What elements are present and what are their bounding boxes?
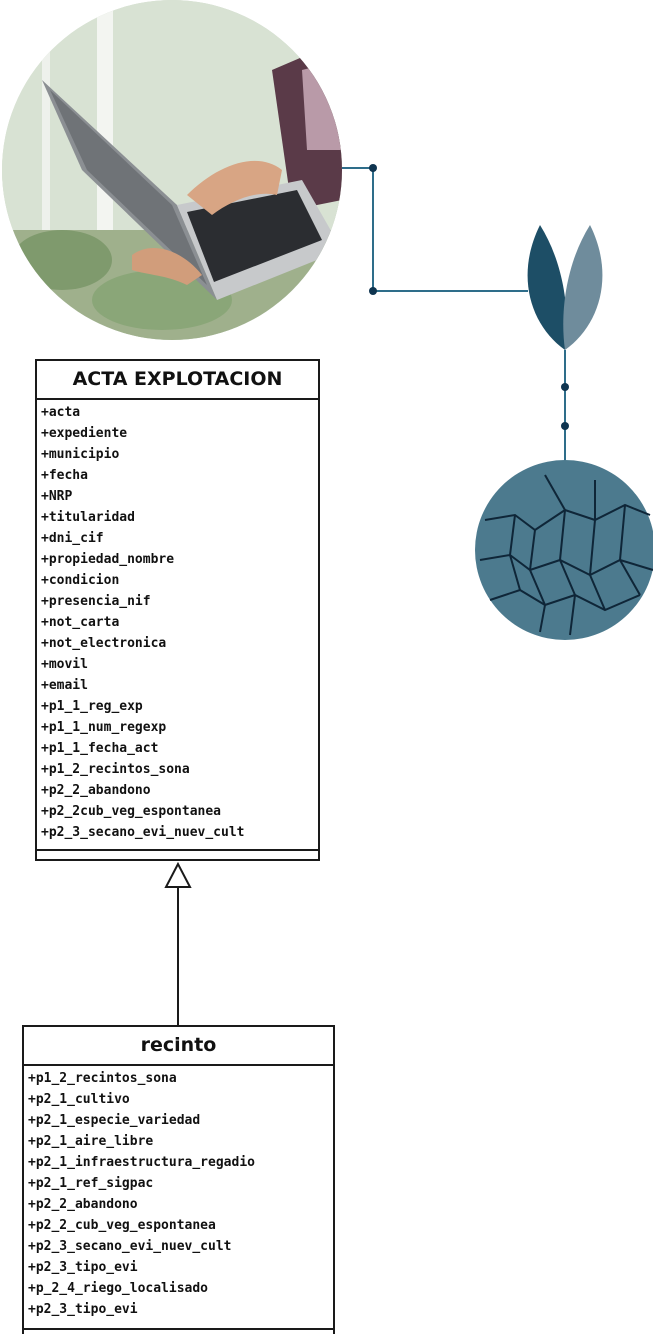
attribute: +fecha <box>41 468 88 483</box>
attribute: +acta <box>41 405 81 420</box>
attribute: +p1_2_recintos_sona <box>41 762 190 777</box>
attribute: +not_carta <box>41 615 120 630</box>
attribute: +p2_3_secano_evi_nuev_cult <box>28 1239 232 1254</box>
class-recinto-title: recinto <box>24 1027 333 1066</box>
attribute: +p1_2_recintos_sona <box>28 1071 177 1086</box>
attribute: +p2_2_cub_veg_espontanea <box>28 1218 216 1233</box>
attribute: +p2_3_tipo_evi <box>28 1260 138 1275</box>
class-acta-title: ACTA EXPLOTACION <box>37 361 318 400</box>
attribute: +expediente <box>41 426 128 441</box>
attribute: +NRP <box>41 489 73 504</box>
attribute: +email <box>41 678 88 693</box>
attribute: +p_2_4_riego_localisado <box>28 1281 209 1296</box>
cracked-soil-icon <box>475 460 653 640</box>
inheritance-arrow <box>164 861 192 888</box>
attribute: +p2_3_secano_evi_nuev_cult <box>41 825 245 840</box>
attribute: +p1_1_fecha_act <box>41 741 159 756</box>
attribute: +propiedad_nombre <box>41 552 175 567</box>
attribute: +p2_1_especie_variedad <box>28 1113 201 1128</box>
attribute: +dni_cif <box>41 531 104 546</box>
attribute: +titularidad <box>41 510 135 525</box>
attribute: +p2_1_cultivo <box>28 1092 130 1107</box>
attribute: +condicion <box>41 573 120 588</box>
attribute: +not_electronica <box>41 636 167 651</box>
class-acta-methods-section <box>37 849 318 859</box>
attribute: +p2_3_tipo_evi <box>28 1302 138 1317</box>
class-acta-attributes: +acta +expediente +municipio +fecha +NRP… <box>37 400 318 843</box>
attribute: +p2_1_infraestructura_regadio <box>28 1155 255 1170</box>
class-recinto-methods-section <box>24 1328 333 1336</box>
attribute: +movil <box>41 657 88 672</box>
class-acta-explotacion: ACTA EXPLOTACION +acta +expediente +muni… <box>35 359 320 861</box>
sprout-icon <box>527 225 603 350</box>
attribute: +p2_2_abandono <box>28 1197 138 1212</box>
laptop-photo <box>2 0 342 340</box>
class-recinto-attributes: +p1_2_recintos_sona +p2_1_cultivo +p2_1_… <box>24 1066 333 1320</box>
attribute: +presencia_nif <box>41 594 151 609</box>
attribute: +p2_2_abandono <box>41 783 151 798</box>
class-recinto: recinto +p1_2_recintos_sona +p2_1_cultiv… <box>22 1025 335 1334</box>
attribute: +municipio <box>41 447 120 462</box>
attribute: +p2_1_ref_sigpac <box>28 1176 154 1191</box>
attribute: +p2_1_aire_libre <box>28 1134 154 1149</box>
attribute: +p1_1_num_regexp <box>41 720 167 735</box>
attribute: +p2_2cub_veg_espontanea <box>41 804 222 819</box>
attribute: +p1_1_reg_exp <box>41 699 143 714</box>
